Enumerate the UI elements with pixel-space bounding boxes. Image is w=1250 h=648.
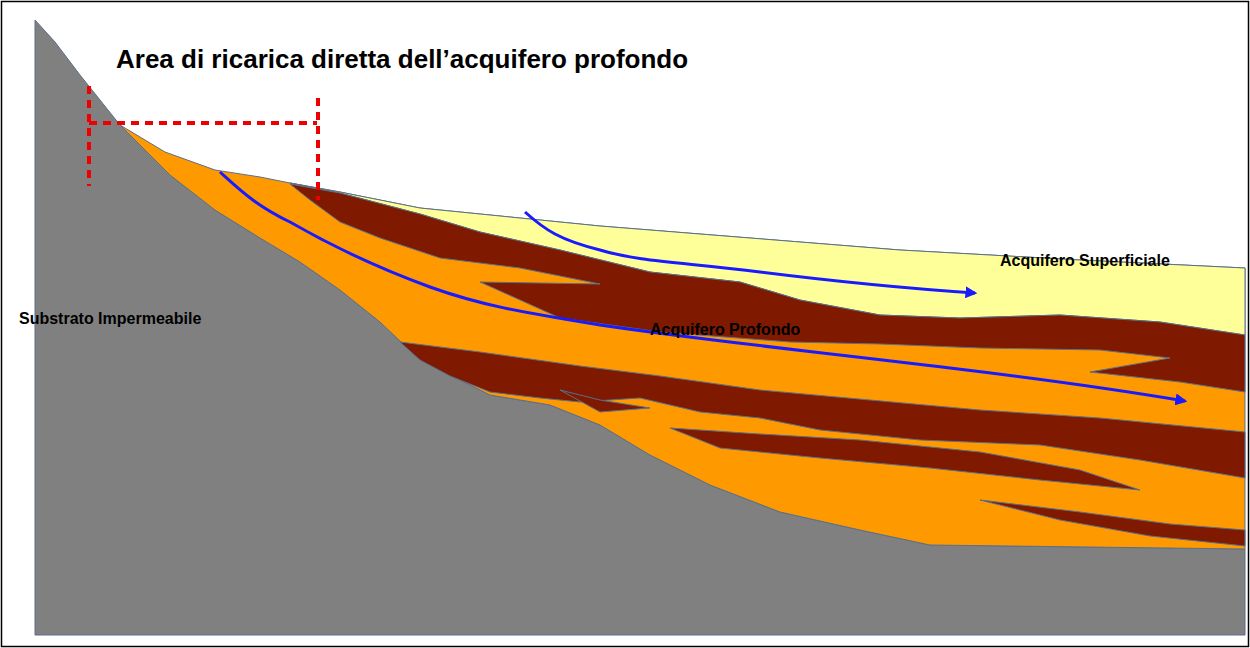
title: Area di ricarica diretta dell’acquifero …	[116, 44, 688, 75]
flow-arrow	[525, 212, 975, 293]
clay-lenses	[290, 184, 1245, 546]
deep-aquifer	[120, 125, 1245, 549]
bedrock	[35, 20, 1245, 635]
aquifer-label: Acquifero Profondo	[650, 320, 800, 339]
recharge-area-outline	[89, 86, 318, 200]
flow-arrow	[220, 172, 1185, 401]
bedrock-label: Substrato Impermeabile	[19, 309, 201, 328]
aquifer-label: Acquifero Superficiale	[1000, 251, 1170, 270]
